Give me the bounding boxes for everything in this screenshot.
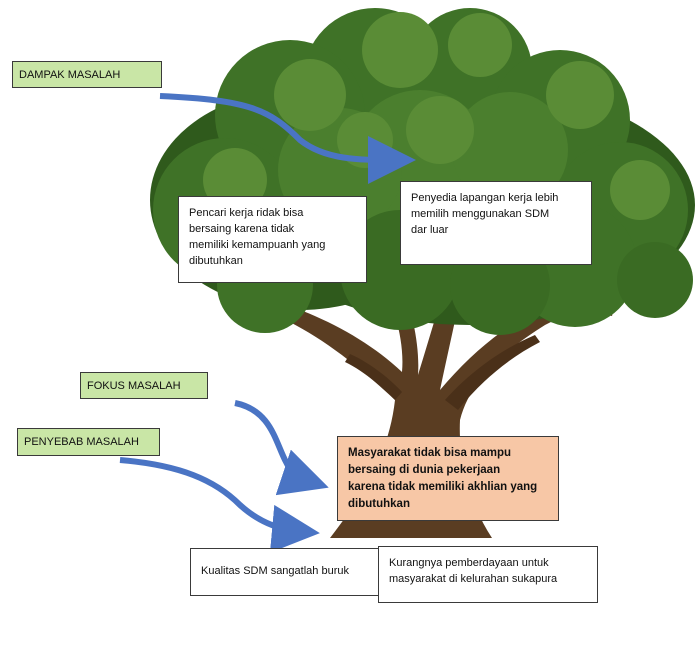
label-fokus-masalah: FOKUS MASALAH [80, 372, 208, 399]
box-cause-right: Kurangnya pemberdayaan untuk masyarakat … [378, 546, 598, 603]
arrow-penyebab [119, 457, 320, 553]
label-penyebab-masalah: PENYEBAB MASALAH [17, 428, 160, 456]
arrow-fokus [234, 400, 329, 496]
box-cause-left: Kualitas SDM sangatlah buruk [190, 548, 380, 596]
box-effect-left: Pencari kerja ridak bisa bersaing karena… [178, 196, 367, 283]
box-focus-problem: Masyarakat tidak bisa mampu bersaing di … [337, 436, 559, 521]
tree-trunk [268, 278, 615, 538]
tree-foliage [150, 8, 695, 335]
label-dampak-masalah: DAMPAK MASALAH [12, 61, 162, 88]
arrow-dampak [159, 93, 416, 184]
box-effect-right: Penyedia lapangan kerja lebih memilih me… [400, 181, 592, 265]
